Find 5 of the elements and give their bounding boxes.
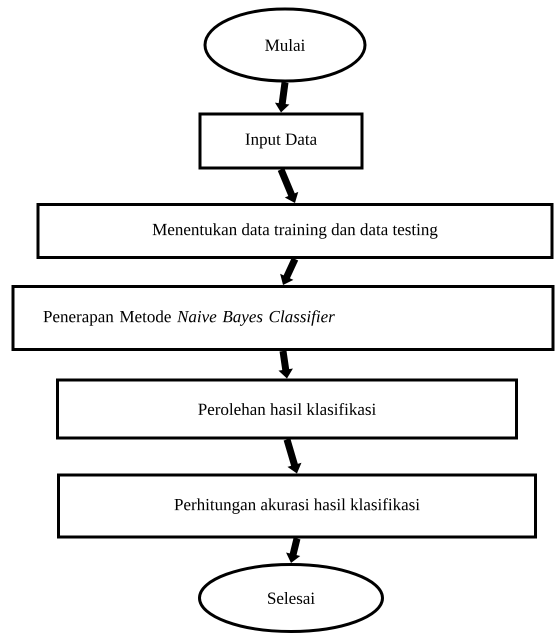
process-box: Perhitungan akurasi hasil klasifikasi (57, 474, 537, 538)
process-box: Penerapan Metode Naive Bayes Classifier (12, 285, 554, 351)
process-box: Menentukan data training dan data testing (36, 203, 554, 259)
process-box: Input Data (198, 112, 364, 170)
process-box: Perolehan hasil klasifikasi (56, 378, 518, 440)
